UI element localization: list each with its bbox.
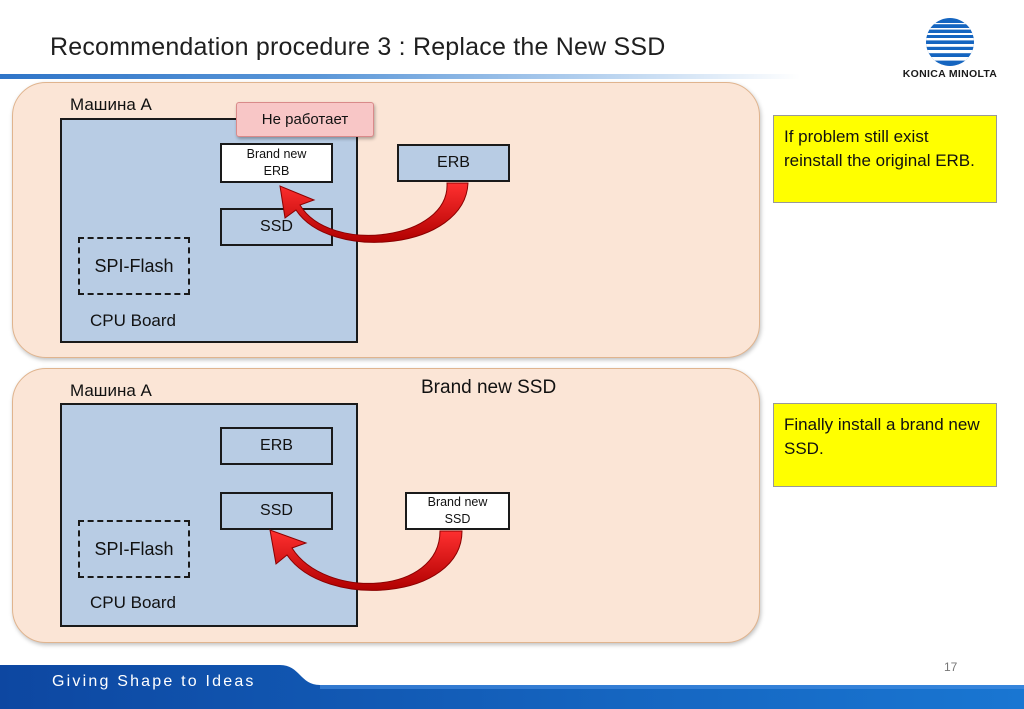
top-erb-new-line2: ERB — [263, 164, 290, 178]
bottom-cpu-board-label: CPU Board — [90, 593, 176, 612]
bottom-ssd-new-line2: SSD — [444, 512, 471, 526]
bottom-machine-label: Машина А — [70, 381, 152, 400]
top-external-erb-box: ERB — [397, 144, 510, 182]
title-underline — [0, 74, 800, 79]
bottom-brand-new-ssd-box: Brand new SSD — [405, 492, 510, 530]
brand-logo: KONICA MINOLTA — [890, 18, 1010, 88]
bottom-erb-box: ERB — [220, 427, 333, 465]
bottom-spi-flash-box: SPI-Flash — [78, 520, 190, 578]
bottom-note: Finally install a brand new SSD. — [773, 403, 997, 487]
top-machine-label: Машина А — [70, 95, 152, 114]
status-badge-not-working: Не работает — [236, 102, 374, 137]
page-number: 17 — [944, 660, 958, 674]
top-spi-flash-box: SPI-Flash — [78, 237, 190, 295]
footer-band — [0, 665, 1024, 709]
bottom-caption: Brand new SSD — [421, 377, 557, 398]
top-brand-new-erb-box: Brand new ERB — [220, 143, 333, 183]
konica-minolta-globe-icon — [926, 18, 974, 66]
top-note: If problem still exist reinstall the ori… — [773, 115, 997, 203]
top-cpu-board-label: CPU Board — [90, 311, 176, 330]
bottom-ssd-box: SSD — [220, 492, 333, 530]
bottom-ssd-new-line1: Brand new — [427, 495, 488, 509]
slide-title: Recommendation procedure 3 : Replace the… — [50, 33, 666, 61]
top-ssd-box: SSD — [220, 208, 333, 246]
top-erb-new-line1: Brand new — [246, 147, 307, 161]
brand-name: KONICA MINOLTA — [902, 68, 998, 80]
footer-tagline: Giving Shape to Ideas — [52, 673, 256, 690]
